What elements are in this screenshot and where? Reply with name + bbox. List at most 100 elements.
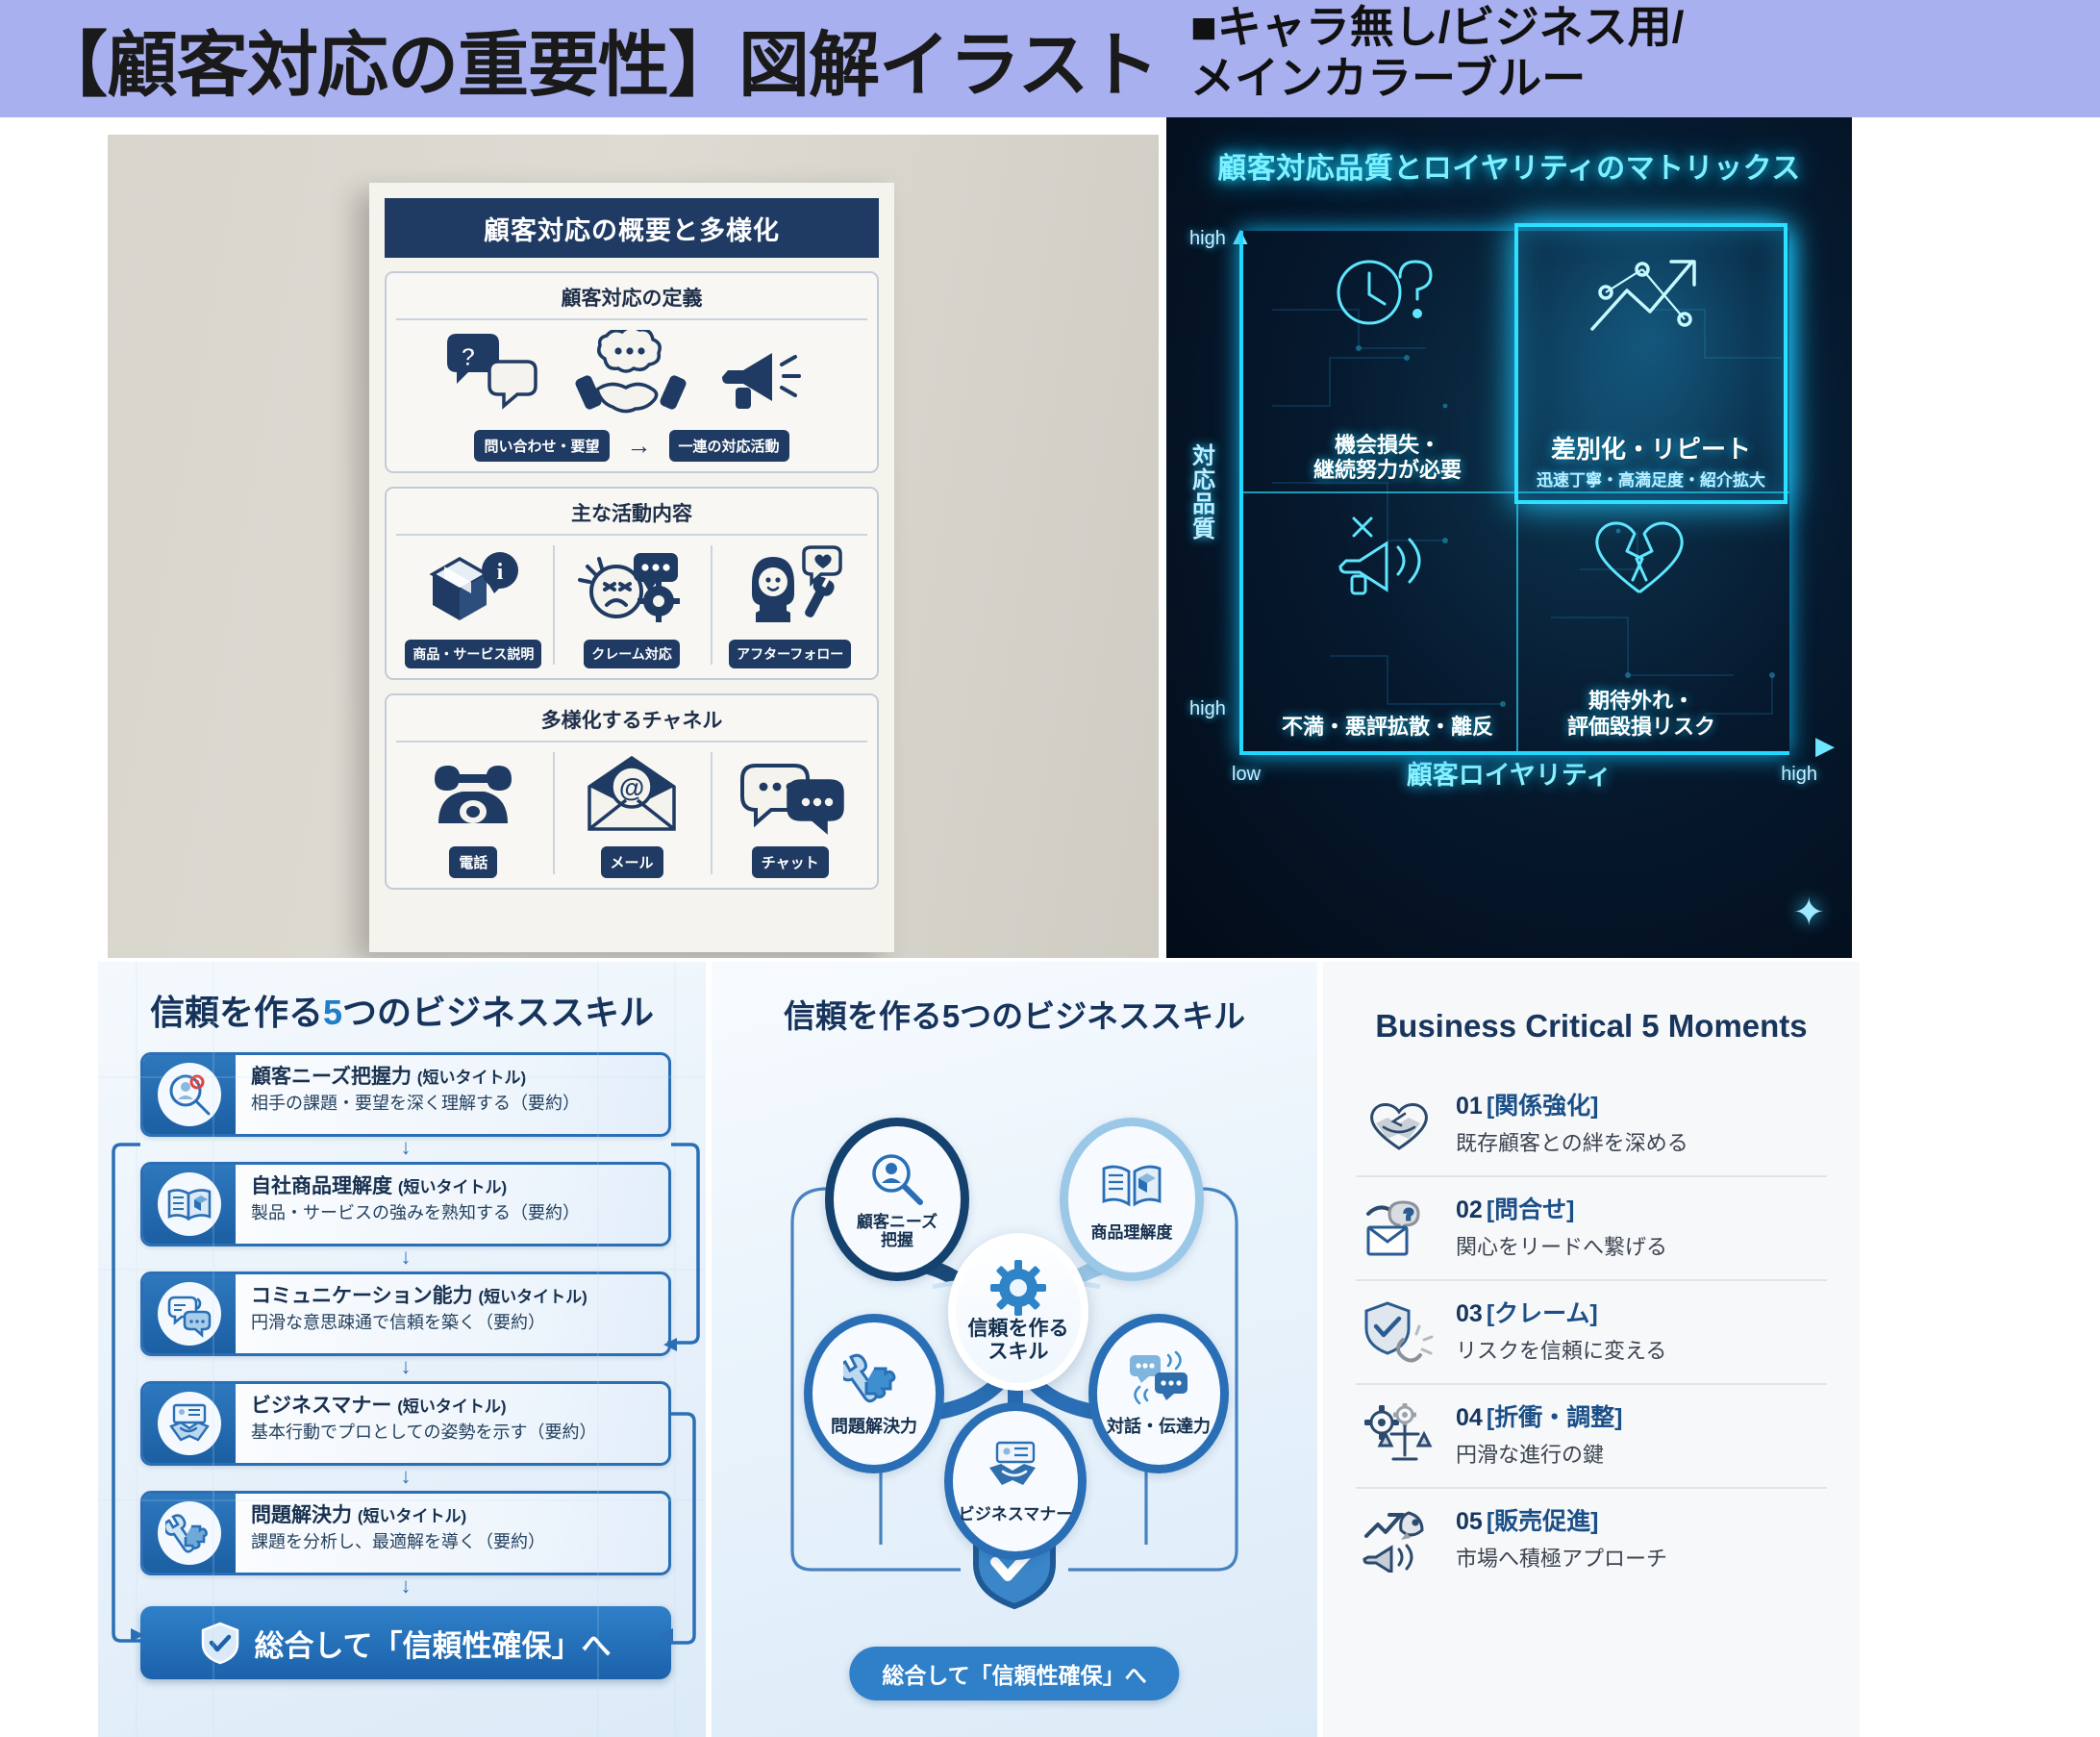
flow-step-text: 自社商品理解度 (短いタイトル) 製品・サービスの強みを熟知する（要約） [236,1165,668,1244]
flow-step[interactable]: 問題解決力 (短いタイトル) 課題を分析し、最適解を導く（要約） [140,1491,671,1575]
x-axis-label: 顧客ロイヤリティ [1406,761,1612,790]
y-axis-high-top: high [1189,228,1226,249]
flow-title-suffix: つのビジネススキル [342,993,655,1032]
flow-arrow-icon: ↓ [400,1135,412,1159]
hub-canvas: 顧客ニーズ 把握 商品理解度 [712,1045,1317,1737]
moment-tag: [折衝・調整] [1486,1404,1623,1431]
flow-step[interactable]: コミュニケーション能力 (短いタイトル) 円滑な意思疎通で信頼を築く（要約） [140,1271,671,1356]
y-axis-high-bottom: high [1189,698,1226,719]
channel-cell-mail[interactable]: @ メール [552,750,712,878]
hub-node-dialogue[interactable]: 対話・伝達力 [1088,1314,1229,1473]
moment-number: 02 [1456,1196,1483,1223]
package-info-icon: i [423,543,523,632]
hub-final-label: 総合して「信頼性確保」へ [882,1663,1147,1688]
hub-node-label: 商品理解度 [1090,1222,1173,1242]
flow-step[interactable]: ビジネスマナー (短いタイトル) 基本行動でプロとしての姿勢を示す（要約） [140,1381,671,1466]
growth-arrow-chart-icon [1518,237,1784,352]
hub-center-label-line1: 信頼を作る [967,1318,1069,1341]
moment-number: 01 [1456,1093,1483,1120]
activity-cell-product[interactable]: i 商品・サービス説明 [394,543,553,668]
activity-cell-follow[interactable]: アフターフォロー [711,543,869,668]
flow-loop-connectors [112,1143,700,1645]
moment-row[interactable]: 01[関係強化] 既存顧客との絆を深める [1356,1073,1827,1175]
quadrant-line2: 継続努力が必要 [1312,458,1462,483]
flow-step[interactable]: 顧客ニーズ把握力 (短いタイトル) 相手の課題・要望を深く理解する（要約） [140,1052,671,1137]
hub-node-label: 問題解決力 [831,1417,917,1436]
channel-cell-chat[interactable]: チャット [711,750,869,878]
quadrant-line1: 差別化・リピート [1550,434,1751,464]
hub-node-business-manner[interactable]: ビジネスマナー [944,1402,1087,1560]
moment-desc: 関心をリードへ繋げる [1456,1235,1668,1259]
quadrant-text: 不満・悪評拡散・離反 [1282,715,1493,740]
quadrant-bottom-left[interactable]: 不満・悪評拡散・離反 [1251,490,1524,750]
flow-step-title: ビジネスマナー [251,1395,392,1417]
overview-card-header: 顧客対応の概要と多様化 [385,198,879,258]
quadrant-text: 期待外れ・ 評価毀損リスク [1567,689,1715,740]
activities-row: i 商品・サービス説明 [387,543,877,668]
hub-final-banner[interactable]: 総合して「信頼性確保」へ [849,1647,1180,1700]
sparkle-icon: ✦ [1792,892,1825,934]
moment-number: 05 [1456,1508,1483,1535]
flow-title: 信頼を作る5つのビジネススキル [98,985,706,1035]
channel-label: チャット [751,846,829,878]
moment-tag: [関係強化] [1486,1093,1599,1120]
definition-icons: ? [387,328,877,424]
quadrant-line1: 不満・悪評拡散・離反 [1281,714,1493,739]
hub-node-label: ビジネスマナー [958,1504,1073,1523]
x-axis-arrow-icon: ▶ [1815,731,1835,760]
definition-chip-output[interactable]: 一連の対応活動 [668,430,789,462]
panel-matrix: 顧客対応品質とロイヤリティのマトリックス high high 対応品質 ▲ ▶ … [1166,117,1852,958]
arrow-icon: → [626,431,652,460]
moment-row[interactable]: ? 02[問合せ] 関心をリードへ繋げる [1356,1175,1827,1279]
activity-cell-claim[interactable]: クレーム対応 [552,543,712,668]
quadrant-line2: 評価毀損リスク [1566,714,1715,739]
flow-step-text: ビジネスマナー (短いタイトル) 基本行動でプロとしての姿勢を示す（要約） [236,1384,668,1463]
definition-chip-row: 問い合わせ・要望 → 一連の対応活動 [387,430,877,462]
wrench-puzzle-icon [843,1349,905,1407]
quadrant-top-right[interactable]: 差別化・リピート 迅速丁寧・高満足度・紹介拡大 [1514,223,1788,505]
moment-row[interactable]: 05[販売促進] 市場へ積極アプローチ [1356,1487,1827,1591]
hub-node-problem-solving[interactable]: 問題解決力 [804,1314,944,1473]
channel-cell-phone[interactable]: 電話 [394,750,553,878]
moment-number: 04 [1456,1404,1483,1431]
definition-chip-input[interactable]: 問い合わせ・要望 [474,430,610,462]
megaphone-x-icon [1251,499,1524,605]
y-axis-label: 対応品質 [1192,443,1215,542]
moment-row[interactable]: 04[折衝・調整] 円滑な進行の鍵 [1356,1383,1827,1487]
moment-tag: [販売促進] [1486,1508,1599,1535]
flow-step[interactable]: 自社商品理解度 (短いタイトル) 製品・サービスの強みを熟知する（要約） [140,1162,671,1246]
envelope-question-icon: ? [1360,1195,1438,1262]
flow-step-title: 問題解決力 [251,1504,352,1526]
matrix-title: 顧客対応品質とロイヤリティのマトリックス [1217,153,1801,185]
quadrant-bottom-right[interactable]: 期待外れ・ 評価毀損リスク [1505,490,1778,750]
wrench-puzzle-icon [158,1501,221,1565]
flow-arrow-icon: ↓ [400,1245,412,1269]
flow-step-icon-wrap [143,1055,236,1134]
broken-heart-icon [1505,499,1778,605]
quadrant-sub: 迅速丁寧・高満足度・紹介拡大 [1537,471,1765,491]
flow-step-icon-wrap [143,1274,236,1353]
flow-arrow-icon: ↓ [400,1573,412,1598]
flow-final-banner[interactable]: 総合して「信頼性確保」へ [140,1606,671,1679]
header-note: ■キャラ無し/ビジネス用/ メインカラーブルー [1190,2,1684,104]
quadrant-top-left[interactable]: 機会損失・ 継続努力が必要 [1251,233,1524,493]
flow-step-icon-wrap [143,1384,236,1463]
activity-label: アフターフォロー [729,640,852,668]
hub-center[interactable]: 信頼を作る スキル [948,1233,1088,1391]
panel-hub: 信頼を作る5つのビジネススキル [712,962,1317,1737]
hub-node-customer-needs[interactable]: 顧客ニーズ 把握 [825,1118,969,1281]
moment-text: 05[販売促進] 市場へ積極アプローチ [1456,1507,1827,1573]
quadrant-line1: 期待外れ・ [1588,689,1694,714]
target-person-search-icon [158,1063,221,1126]
telephone-icon [425,750,521,839]
chat-bubbles-icon [737,750,844,839]
flow-step-text: コミュニケーション能力 (短いタイトル) 円滑な意思疎通で信頼を築く（要約） [236,1274,668,1353]
open-book-product-icon [158,1172,221,1236]
moment-text: 03[クレーム] リスクを信頼に変える [1456,1299,1827,1365]
moment-row[interactable]: 03[クレーム] リスクを信頼に変える [1356,1279,1827,1383]
hub-node-product-knowledge[interactable]: 商品理解度 [1060,1118,1204,1281]
shield-check-icon [200,1621,240,1665]
chat-bubbles-icon [1126,1349,1191,1407]
handshake-card-icon [984,1439,1047,1497]
